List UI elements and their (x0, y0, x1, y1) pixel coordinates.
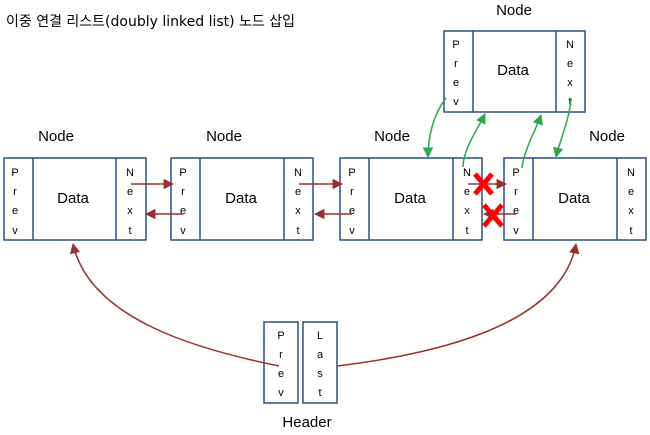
link-new-next (553, 97, 572, 159)
node-3-next-letter: N (463, 167, 471, 179)
node-2-prev-letter: e (180, 205, 186, 217)
link-header-prev (69, 242, 280, 367)
node-4-prev-letter: v (513, 225, 519, 237)
node-4-prev-letter: P (512, 167, 519, 179)
node-2-next-letter: x (295, 205, 301, 217)
node-3-next-letter: e (464, 186, 470, 198)
node-2: Node P r e v Data N e x t (170, 128, 314, 241)
cross-mark-icon (473, 172, 494, 196)
new-node-prev-letter: P (452, 39, 459, 51)
node-1-data: Data (57, 190, 89, 207)
header-prev-letter: P (277, 330, 284, 342)
header-prev-letter: e (278, 368, 284, 380)
header-block: P r e v L a s t Header (263, 321, 338, 431)
node-2-prev-letter: r (181, 186, 185, 198)
link-new-prev (422, 97, 447, 159)
node-4-prev-letter: e (513, 205, 519, 217)
node-4-next-letter: e (628, 186, 634, 198)
new-links (422, 97, 572, 169)
node-1: Node P r e v Data N e x t (3, 128, 147, 241)
node-4-prev-letter: r (514, 186, 518, 198)
node-3-prev-letter: P (348, 167, 355, 179)
node-1-next-letter: N (126, 167, 134, 179)
node-1-next-letter: e (127, 186, 133, 198)
header-last-letter: s (317, 368, 323, 380)
header-prev-letter: r (279, 349, 283, 361)
node-4-next-letter: t (629, 225, 632, 237)
node-3: Node P r e v Data N e x t (339, 128, 483, 241)
header-last-letter: t (318, 387, 321, 399)
header-prev-letter: v (278, 387, 284, 399)
new-node-prev-letter: r (454, 58, 458, 70)
node-3-data: Data (394, 190, 426, 207)
cross-mark-icon (482, 203, 504, 228)
node-2-label: Node (206, 128, 242, 145)
new-node-next-letter: e (567, 58, 573, 70)
new-node-prev-letter: v (453, 96, 459, 108)
node-1-label: Node (38, 128, 74, 145)
node-2-next-letter: N (294, 167, 302, 179)
link-node3-next-new (462, 113, 486, 168)
node-2-next-letter: t (296, 225, 299, 237)
node-2-data: Data (225, 190, 257, 207)
node-3-label: Node (374, 128, 410, 145)
node-4-next-letter: N (627, 167, 635, 179)
link-header-last (336, 242, 580, 367)
node-2-prev-letter: v (180, 225, 186, 237)
diagram-title: 이중 연결 리스트(doubly linked list) 노드 삽입 (6, 14, 295, 30)
node-2-prev-letter: P (179, 167, 186, 179)
header-last-letter: a (317, 349, 324, 361)
node-1-prev-letter: e (12, 205, 18, 217)
node-3-prev-letter: r (350, 186, 354, 198)
new-node-label: Node (496, 2, 532, 19)
node-1-next-letter: x (127, 205, 133, 217)
node-1-next-letter: t (128, 225, 131, 237)
node-1-prev-letter: r (13, 186, 17, 198)
node-4-label: Node (589, 128, 625, 145)
node-1-prev-letter: v (12, 225, 18, 237)
new-node-data: Data (497, 62, 529, 79)
header-label: Header (282, 414, 331, 431)
node-3-prev-letter: v (349, 225, 355, 237)
node-4-next-letter: x (628, 205, 634, 217)
new-node-prev-letter: e (453, 77, 459, 89)
existing-links (69, 178, 580, 367)
node-4: Node P r e v Data N e x t (503, 128, 647, 241)
node-3-prev-letter: e (349, 205, 355, 217)
node-3-next-letter: x (464, 205, 470, 217)
node-3-next-letter: t (465, 225, 468, 237)
link-node4-prev-new (521, 114, 543, 169)
node-4-data: Data (558, 190, 590, 207)
new-node-next-letter: x (567, 77, 573, 89)
new-node: Node P r e v Data N e x t (443, 2, 586, 113)
node-1-prev-letter: P (11, 167, 18, 179)
new-node-next-letter: N (566, 39, 574, 51)
header-last-letter: L (317, 330, 323, 342)
node-2-next-letter: e (295, 186, 301, 198)
